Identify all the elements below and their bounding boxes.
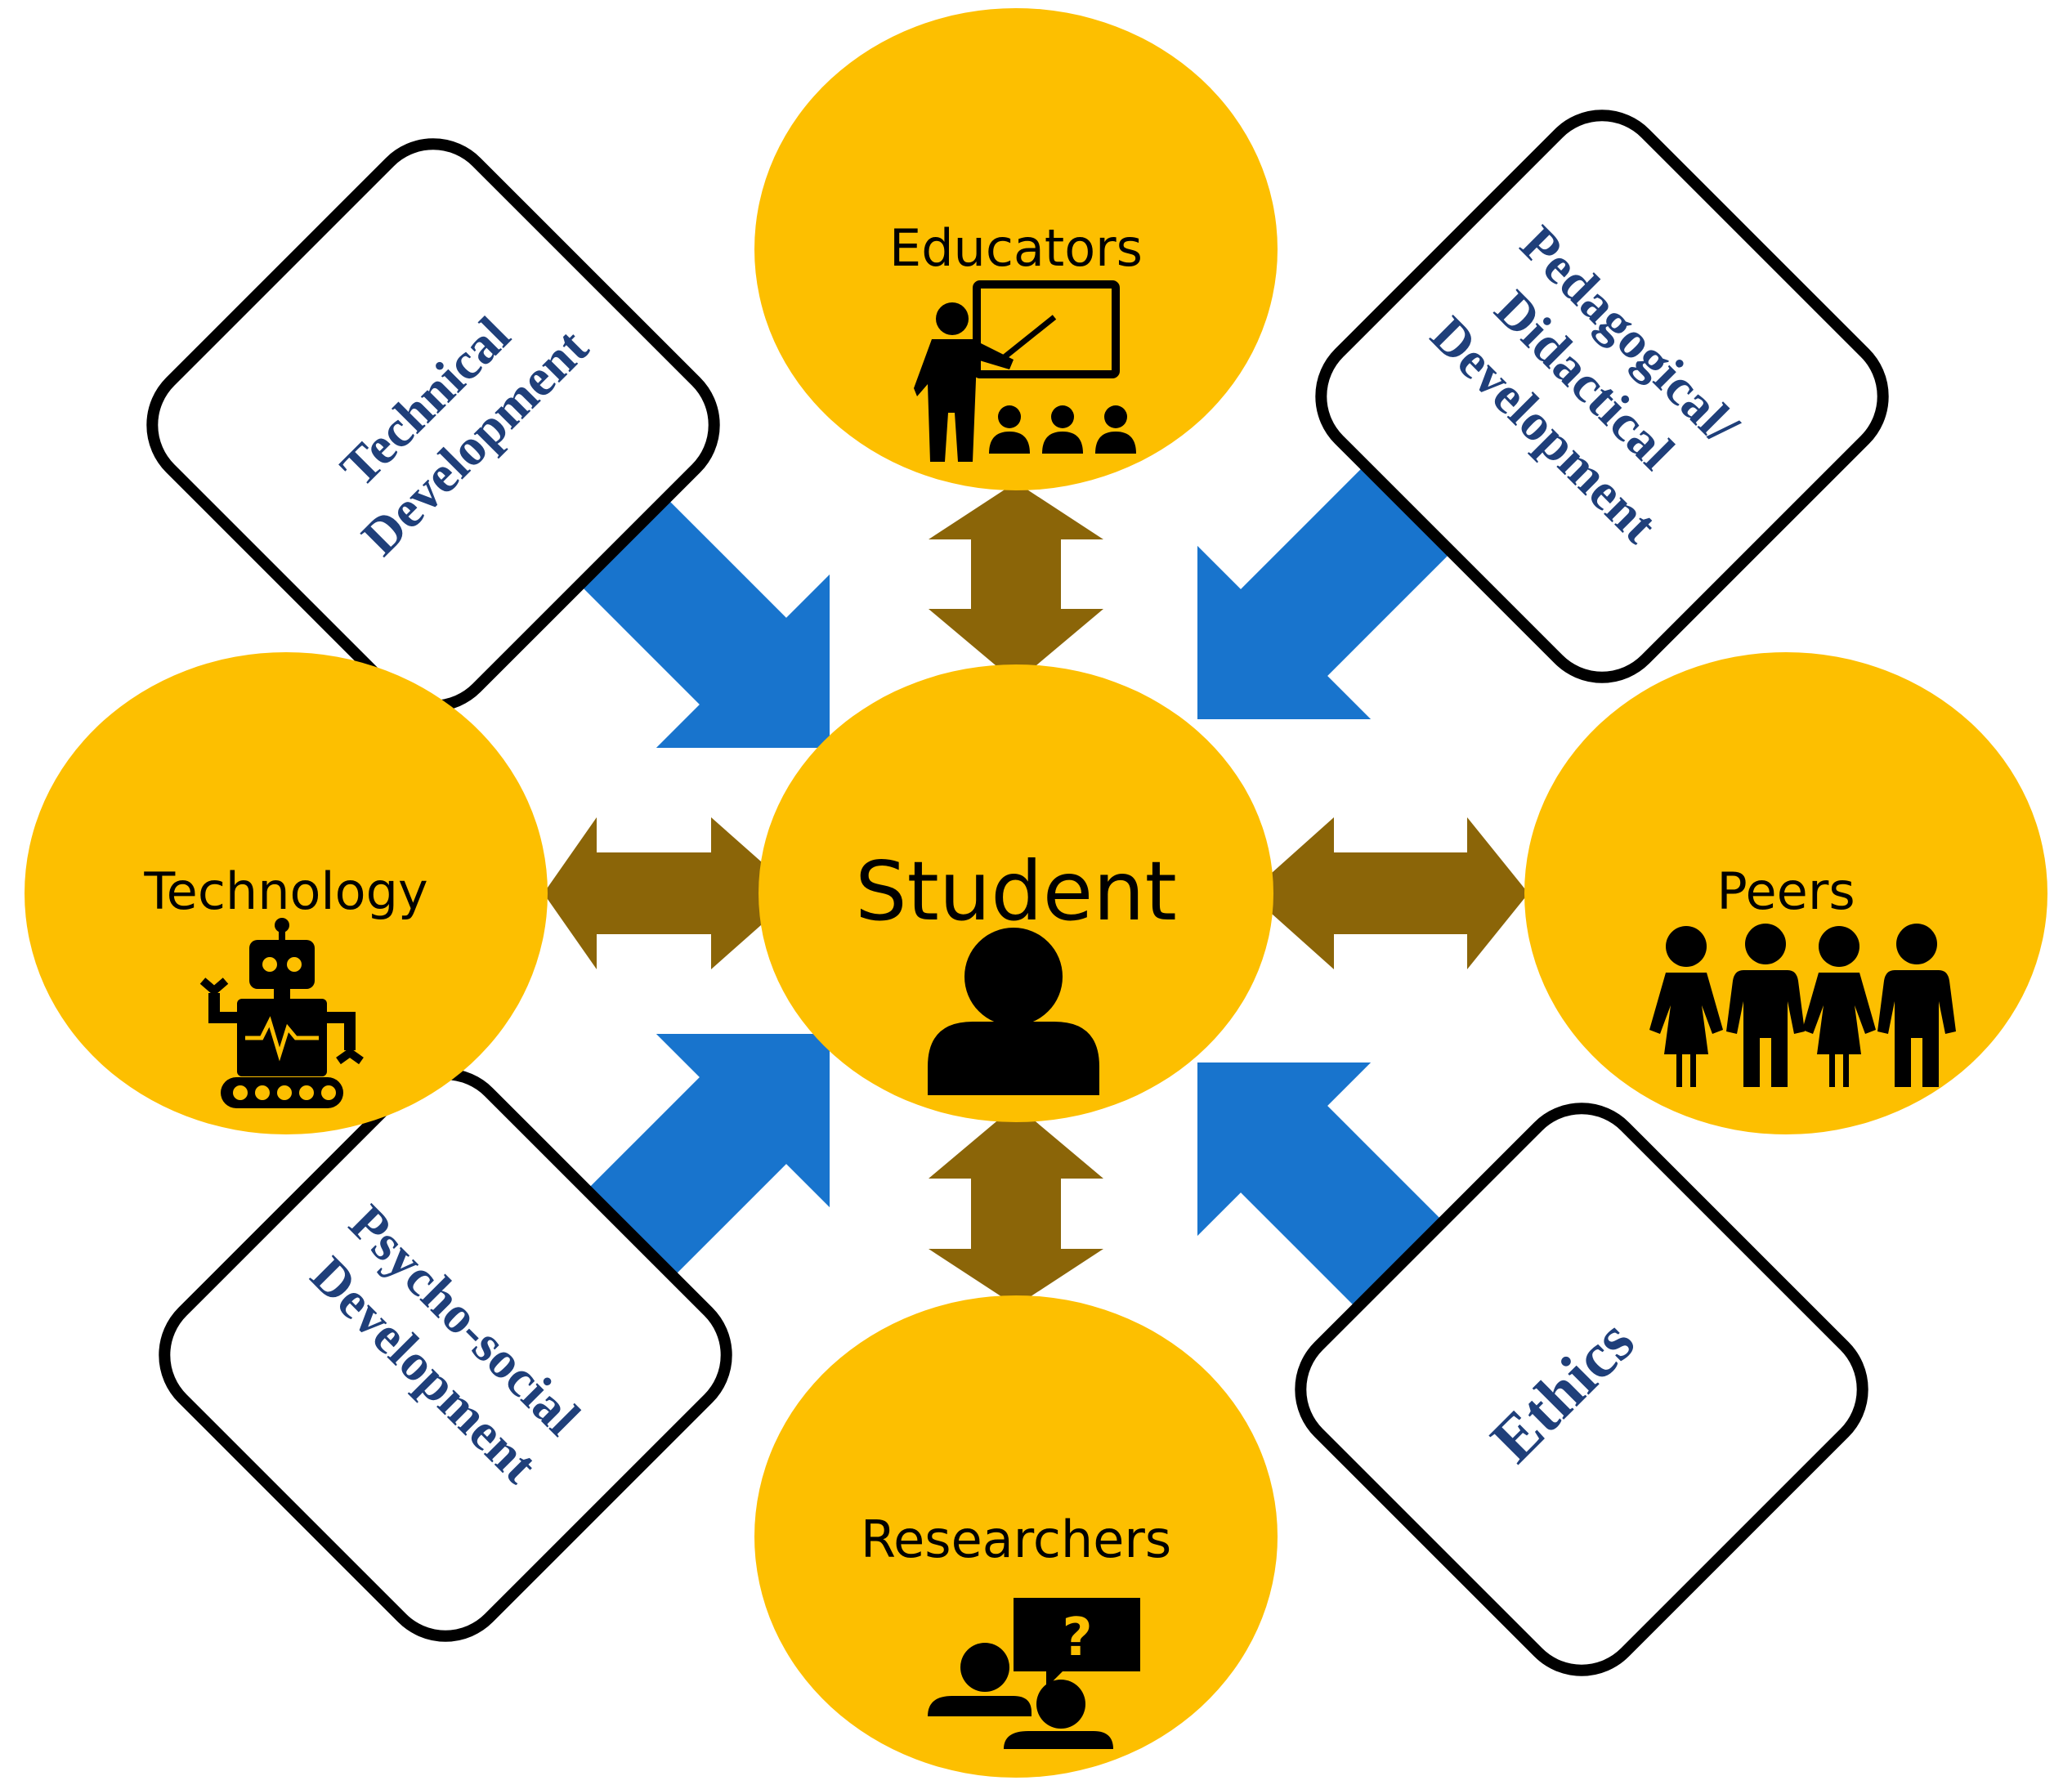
teacher-presentation-icon (914, 280, 1136, 462)
box-technical-development (146, 138, 720, 712)
box-frame (146, 138, 720, 712)
student-label: Student (855, 843, 1177, 939)
double-arrow-student-peers (1249, 817, 1528, 969)
circle-researchers (754, 1295, 1278, 1778)
double-arrow-technology-student (544, 817, 797, 969)
box-frame (1295, 1103, 1868, 1676)
box-ethics (1295, 1103, 1868, 1676)
box-pedagogical-development (1315, 110, 1889, 683)
svg-text:?: ? (1062, 1608, 1092, 1668)
discussion-question-icon: ? (928, 1598, 1140, 1749)
circle-technology (25, 652, 548, 1134)
circle-student (759, 664, 1273, 1122)
double-arrow-student-researchers (929, 1105, 1103, 1306)
robot-icon (199, 918, 364, 1108)
group-of-people-icon (1649, 924, 1956, 1087)
person-icon (928, 928, 1099, 1095)
circle-educators (754, 8, 1278, 490)
box-frame (1315, 110, 1889, 683)
box-psychosocial-development (159, 1068, 732, 1642)
researchers-label: Researchers (861, 1510, 1171, 1569)
double-arrow-educators-student (929, 482, 1103, 682)
educators-label: Educators (889, 218, 1143, 278)
peers-label: Peers (1716, 861, 1855, 921)
box-frame (159, 1068, 732, 1642)
technology-label: Technology (143, 861, 427, 921)
